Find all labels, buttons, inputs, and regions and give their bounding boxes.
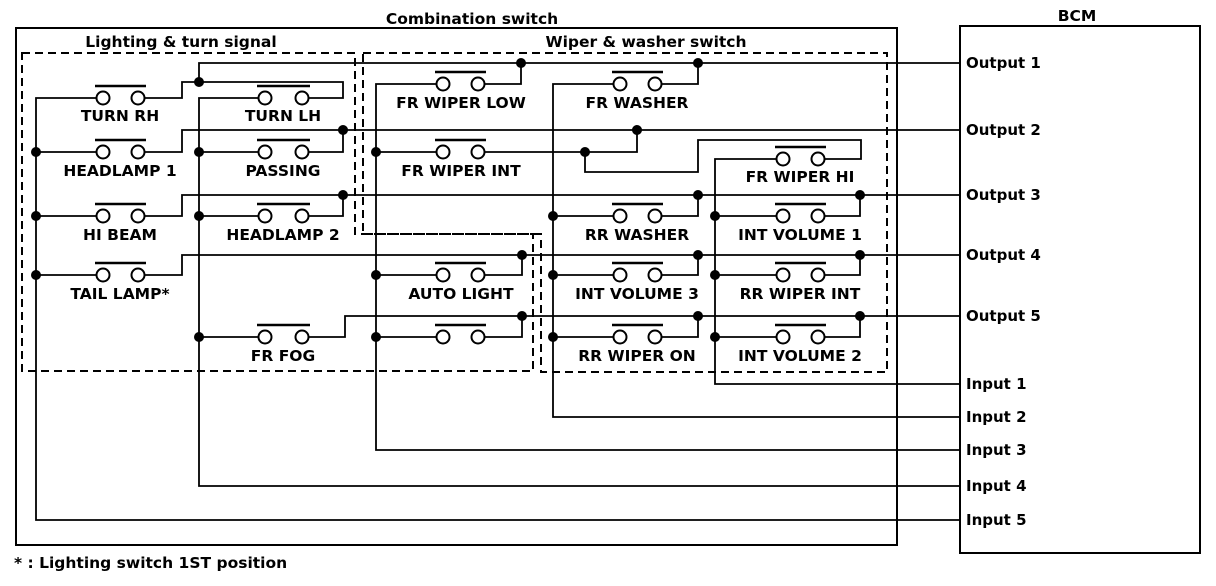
switch-label-tail-lamp: TAIL LAMP* bbox=[70, 285, 169, 303]
switch-fr-wiper-hi: FR WIPER HI bbox=[746, 145, 855, 186]
switch-rr-washer: RR WASHER bbox=[585, 202, 689, 244]
bcm-input-4-label: Input 4 bbox=[966, 477, 1027, 495]
switch-auto-light: AUTO LIGHT bbox=[408, 261, 514, 303]
bcm-output-4-label: Output 4 bbox=[966, 246, 1041, 264]
lighting-section-dashed-box bbox=[21, 52, 534, 372]
switch-label-fr-wiper-hi: FR WIPER HI bbox=[746, 168, 855, 186]
input-bus-wires bbox=[35, 83, 960, 521]
switch-int-volume-3: INT VOLUME 3 bbox=[575, 261, 699, 303]
switch-label-int-volume-1: INT VOLUME 1 bbox=[738, 226, 862, 244]
wiring bbox=[35, 62, 960, 521]
switch-turn-rh: TURN RH bbox=[81, 84, 159, 125]
bcm-ports: Output 1 Output 2 Output 3 Output 4 Outp… bbox=[966, 54, 1041, 529]
wiper-section-title: Wiper & washer switch bbox=[545, 33, 746, 51]
bcm-input-2-label: Input 2 bbox=[966, 408, 1027, 426]
combination-switch-box bbox=[15, 27, 898, 546]
switch-label-int-volume-3: INT VOLUME 3 bbox=[575, 285, 699, 303]
switch-label-turn-rh: TURN RH bbox=[81, 107, 159, 125]
switch-label-passing: PASSING bbox=[245, 162, 320, 180]
switch-headlamp-2: HEADLAMP 2 bbox=[226, 202, 340, 244]
bcm-box bbox=[959, 25, 1201, 554]
switch-fr-fog: FR FOG bbox=[251, 323, 315, 365]
bcm-output-2-label: Output 2 bbox=[966, 121, 1041, 139]
switch-label-hi-beam: HI BEAM bbox=[83, 226, 157, 244]
bcm-input-5-label: Input 5 bbox=[966, 511, 1027, 529]
switch-label-rr-wiper-on: RR WIPER ON bbox=[578, 347, 696, 365]
switch-headlamp-1: HEADLAMP 1 bbox=[63, 138, 177, 180]
switch-label-fr-washer: FR WASHER bbox=[586, 94, 689, 112]
switch-rr-wiper-int: RR WIPER INT bbox=[740, 261, 861, 303]
switch-int-volume-2: INT VOLUME 2 bbox=[738, 323, 862, 365]
junction-dots bbox=[31, 58, 865, 342]
switch-label-headlamp-2: HEADLAMP 2 bbox=[226, 226, 339, 244]
bcm-output-1-label: Output 1 bbox=[966, 54, 1041, 72]
switch-tail-lamp: TAIL LAMP* bbox=[70, 261, 170, 303]
switch-label-fr-wiper-int: FR WIPER INT bbox=[401, 162, 521, 180]
bcm-title: BCM bbox=[1058, 7, 1097, 25]
switch-fr-washer: FR WASHER bbox=[586, 70, 689, 112]
switch-turn-lh: TURN LH bbox=[245, 84, 321, 125]
switch-label-auto-light: AUTO LIGHT bbox=[408, 285, 514, 303]
switch-int-volume-1: INT VOLUME 1 bbox=[738, 202, 862, 244]
switch-label-turn-lh: TURN LH bbox=[245, 107, 321, 125]
output-wires bbox=[138, 62, 960, 338]
switch-label-headlamp-1: HEADLAMP 1 bbox=[63, 162, 176, 180]
wiper-section-dashed-box bbox=[362, 52, 888, 373]
lighting-section-title: Lighting & turn signal bbox=[85, 33, 276, 51]
left-stub-wires bbox=[36, 151, 783, 338]
switch-label-rr-wiper-int: RR WIPER INT bbox=[740, 285, 861, 303]
bcm-output-3-label: Output 3 bbox=[966, 186, 1041, 204]
bcm-input-3-label: Input 3 bbox=[966, 441, 1027, 459]
switch-label-int-volume-2: INT VOLUME 2 bbox=[738, 347, 862, 365]
switch-label-rr-washer: RR WASHER bbox=[585, 226, 689, 244]
switch-hi-beam: HI BEAM bbox=[83, 202, 157, 244]
switch-label-fr-wiper-low: FR WIPER LOW bbox=[396, 94, 526, 112]
switch-rr-wiper-on: RR WIPER ON bbox=[578, 323, 696, 365]
switch-label-fr-fog: FR FOG bbox=[251, 347, 315, 365]
switch-fr-wiper-low: FR WIPER LOW bbox=[396, 70, 526, 112]
footnote: * : Lighting switch 1ST position bbox=[14, 554, 287, 572]
switch-unlabeled bbox=[435, 323, 486, 345]
bcm-output-5-label: Output 5 bbox=[966, 307, 1041, 325]
bcm-input-1-label: Input 1 bbox=[966, 375, 1027, 393]
combination-switch-title: Combination switch bbox=[386, 10, 558, 28]
switch-fr-wiper-int: FR WIPER INT bbox=[401, 138, 521, 180]
switch-passing: PASSING bbox=[245, 138, 321, 180]
